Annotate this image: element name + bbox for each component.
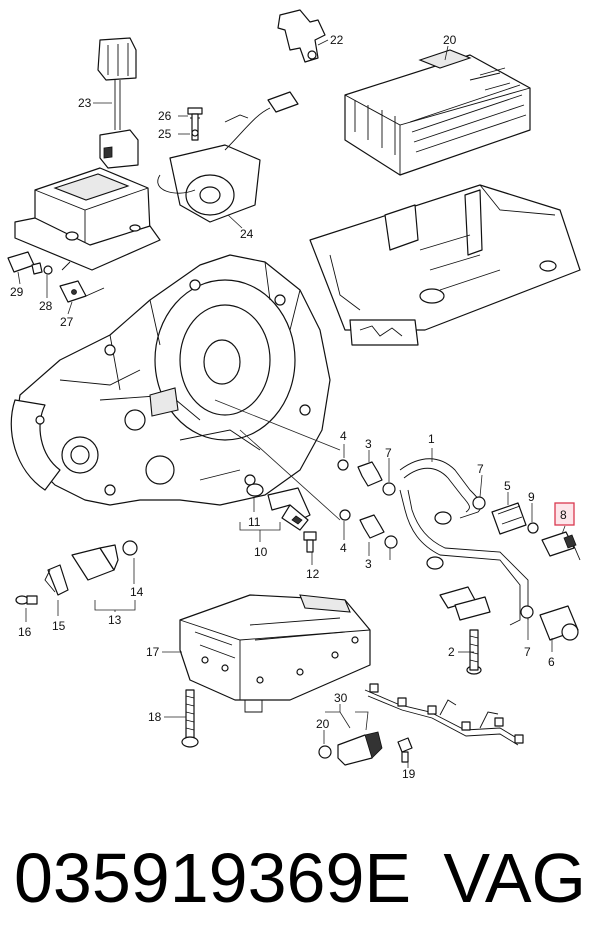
callout-25: 25 — [158, 127, 172, 141]
callout-5: 5 — [504, 479, 511, 493]
callout-23: 23 — [78, 96, 92, 110]
callout-17: 17 — [146, 645, 160, 659]
callout-7-lower: 7 — [524, 645, 531, 659]
speed-sensor-24 — [157, 91, 299, 223]
bolt-2 — [466, 629, 482, 675]
sensor-14 — [15, 540, 138, 605]
leader-lines — [17, 39, 566, 768]
solenoid-30 — [318, 731, 413, 766]
callout-30: 30 — [334, 691, 348, 705]
callout-19: 19 — [402, 767, 416, 781]
callout-24: 24 — [240, 227, 254, 241]
transmission-housing — [10, 254, 331, 506]
callout-7-upper: 7 — [385, 446, 392, 460]
callout-14: 14 — [130, 585, 144, 599]
connector-23 — [97, 37, 139, 169]
callout-20-top: 20 — [443, 33, 457, 47]
bolt-18 — [181, 689, 199, 748]
callout-8: 8 — [560, 508, 567, 522]
callout-3-upper: 3 — [365, 437, 372, 451]
callout-26: 26 — [158, 109, 172, 123]
callout-9: 9 — [528, 490, 535, 504]
callout-18: 18 — [148, 710, 162, 724]
callout-27: 27 — [60, 315, 74, 329]
fitting-5 — [472, 496, 539, 535]
callout-11: 11 — [248, 515, 261, 529]
sensor-group-27-29 — [7, 251, 105, 303]
fitting-group-upper — [337, 459, 396, 496]
callout-8-highlight — [554, 502, 575, 526]
callout-4-upper: 4 — [340, 429, 347, 443]
part-number: 035919369E — [14, 839, 412, 917]
callout-13: 13 — [108, 613, 122, 627]
callout-7-mid: 7 — [477, 462, 484, 476]
callout-28: 28 — [39, 299, 53, 313]
callouts: 22 20 23 26 25 24 29 28 27 1 4 3 7 7 5 9… — [10, 33, 575, 781]
callout-4-lower: 4 — [340, 541, 347, 555]
footer: 035919369E VAG — [0, 820, 600, 951]
callout-2: 2 — [448, 645, 455, 659]
callout-1: 1 — [428, 432, 435, 446]
selector-housing — [14, 167, 161, 271]
pressure-switch-8 — [541, 531, 581, 561]
valve-body-17 — [179, 594, 371, 713]
oil-line-1 — [399, 458, 529, 626]
callout-16: 16 — [18, 625, 32, 639]
wiring-harness — [364, 683, 524, 746]
callout-10: 10 — [254, 545, 268, 559]
brand-name: VAG — [443, 839, 586, 917]
callout-22: 22 — [330, 33, 344, 47]
bracket-22 — [277, 9, 326, 63]
callout-6: 6 — [548, 655, 555, 669]
control-unit-ecu — [344, 49, 531, 176]
parts-diagram: 22 20 23 26 25 24 29 28 27 1 4 3 7 7 5 9… — [7, 9, 581, 781]
callout-3-lower: 3 — [365, 557, 372, 571]
callout-20-lower: 20 — [316, 717, 330, 731]
callout-12: 12 — [306, 567, 320, 581]
banjo-bolt-6 — [520, 605, 579, 641]
sensor-11 — [246, 483, 317, 553]
callout-29: 29 — [10, 285, 24, 299]
fitting-group-lower — [339, 509, 398, 549]
callout-15: 15 — [52, 619, 66, 633]
mounting-frame — [309, 184, 581, 346]
